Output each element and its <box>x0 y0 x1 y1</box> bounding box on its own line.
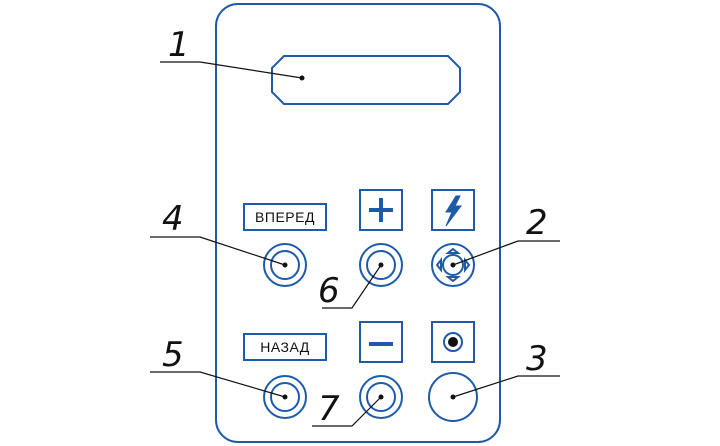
plus-icon <box>359 189 403 231</box>
dot-circle-icon <box>431 321 475 363</box>
forward-label: ВПЕРЕД <box>255 209 315 225</box>
callout-6: 6 <box>318 271 340 311</box>
callout-3: 3 <box>526 339 548 379</box>
leader-2 <box>452 240 560 266</box>
leader-lines <box>150 61 560 427</box>
leader-6 <box>322 264 382 309</box>
callout-1: 1 <box>168 25 190 65</box>
callout-5: 5 <box>162 335 184 375</box>
back-label: НАЗАД <box>260 339 310 355</box>
forward-label-box: ВПЕРЕД <box>243 203 327 231</box>
leader-3 <box>452 375 560 398</box>
leader-7 <box>312 396 382 427</box>
minus-icon <box>359 321 403 363</box>
back-label-box: НАЗАД <box>243 333 327 361</box>
lightning-icon <box>431 189 475 231</box>
callout-7: 7 <box>318 389 340 429</box>
callout-4: 4 <box>162 199 184 239</box>
leader-1 <box>160 61 303 79</box>
display-window <box>271 55 461 105</box>
leader-4 <box>150 236 286 266</box>
panel-outline <box>215 3 501 443</box>
power-knob[interactable] <box>431 243 475 287</box>
callout-2: 2 <box>526 203 548 243</box>
leader-5 <box>150 371 286 398</box>
